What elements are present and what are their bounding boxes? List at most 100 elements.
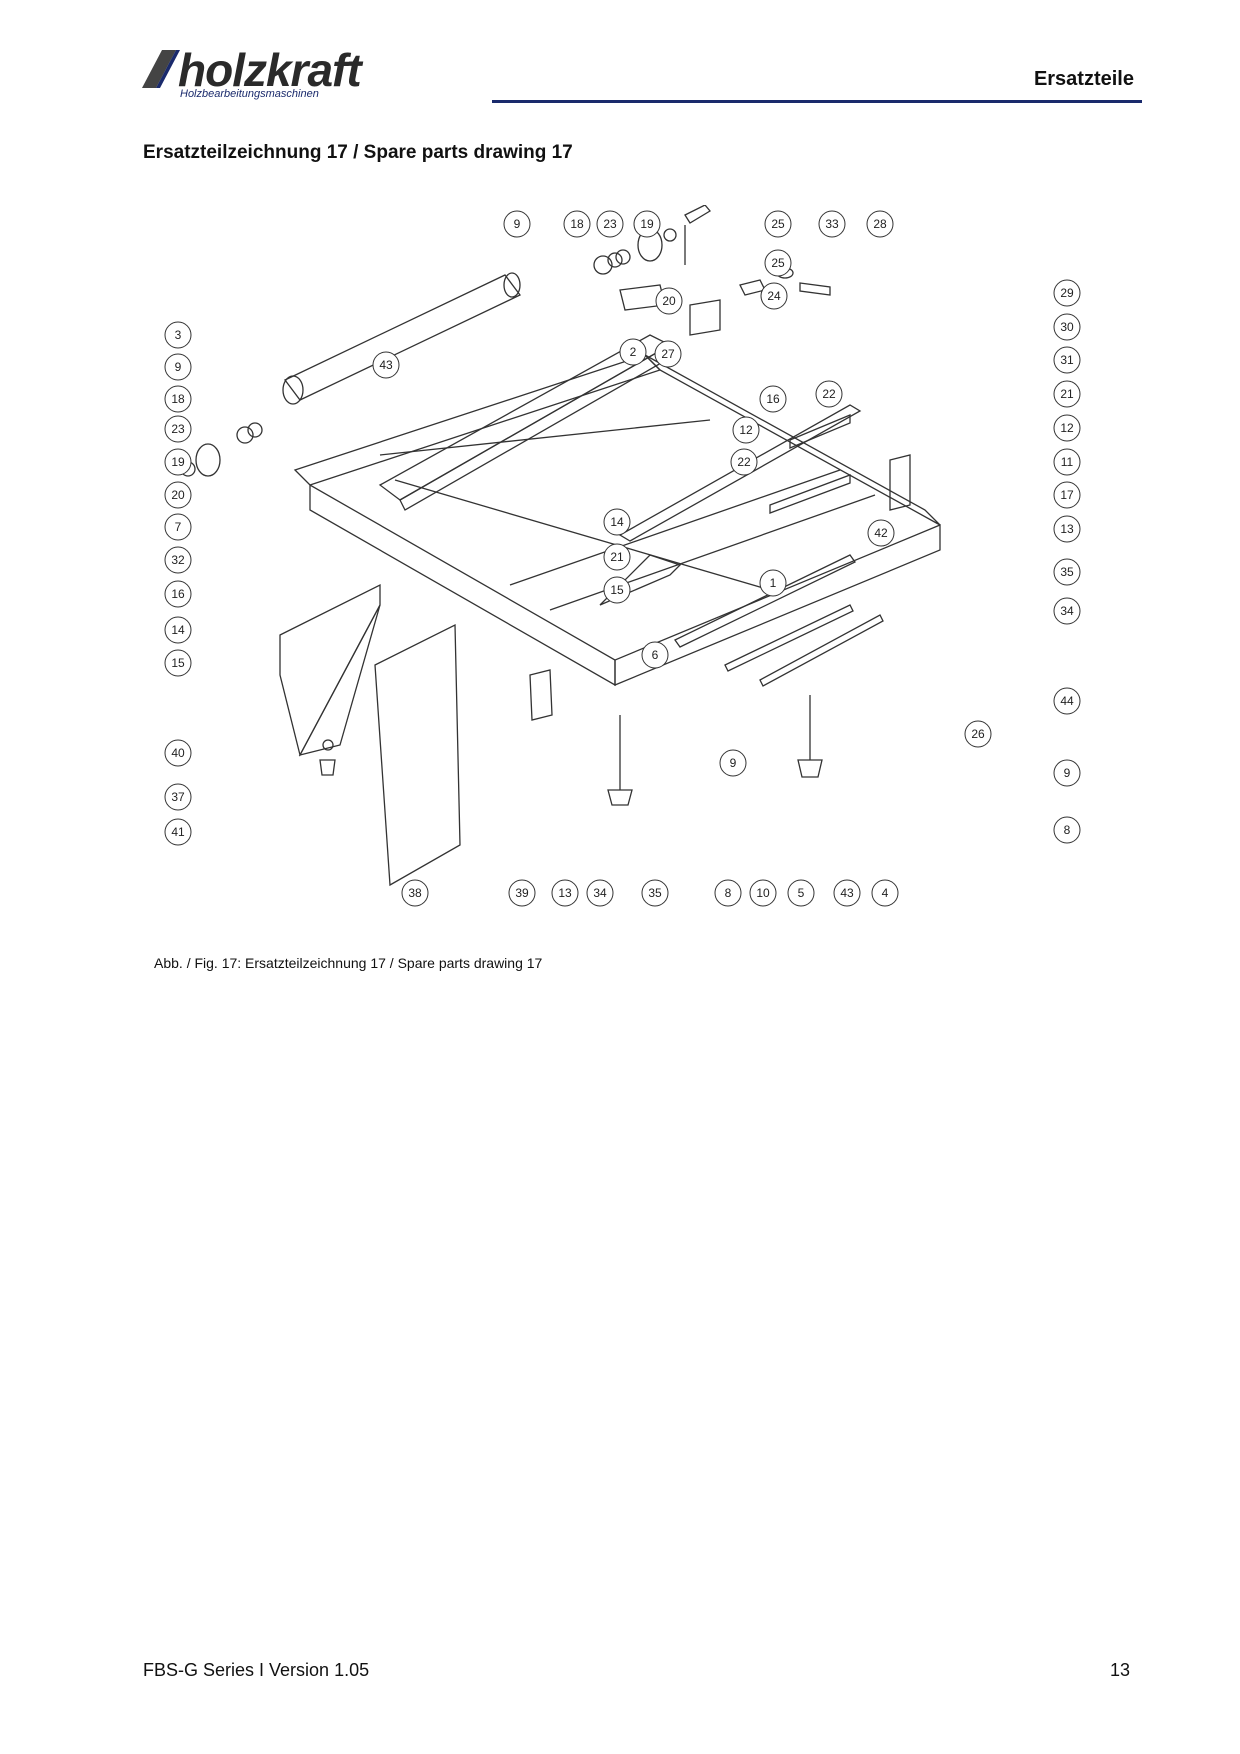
callout-label: 35 <box>1060 565 1074 579</box>
foot-block <box>529 669 553 721</box>
callout-c-44: 44 <box>1053 687 1081 715</box>
callout-c-8b: 8 <box>714 879 742 907</box>
callout-c-25b: 25 <box>764 249 792 277</box>
lever-handle <box>684 205 711 224</box>
callout-c-34a: 34 <box>1053 597 1081 625</box>
callout-label: 43 <box>840 886 854 900</box>
callout-c-22b: 22 <box>730 448 758 476</box>
callout-c-37: 37 <box>164 783 192 811</box>
callout-label: 13 <box>1060 522 1074 536</box>
callout-label: 9 <box>514 217 521 231</box>
callout-label: 39 <box>515 886 529 900</box>
callout-label: 17 <box>1060 488 1074 502</box>
callout-label: 6 <box>652 648 659 662</box>
frame-front-beam <box>309 483 616 687</box>
callout-c-30: 30 <box>1053 313 1081 341</box>
callout-label: 9 <box>175 360 182 374</box>
callout-c-2: 2 <box>619 338 647 366</box>
callout-label: 18 <box>570 217 584 231</box>
callout-c-34b: 34 <box>586 879 614 907</box>
callout-c-7: 7 <box>164 513 192 541</box>
callout-label: 28 <box>873 217 887 231</box>
roller <box>284 274 521 401</box>
header-divider <box>492 100 1142 103</box>
callout-label: 24 <box>767 289 781 303</box>
callout-c-15b: 15 <box>164 649 192 677</box>
callout-c-19: 19 <box>164 448 192 476</box>
callout-c-top-19: 19 <box>633 210 661 238</box>
callout-label: 22 <box>737 455 751 469</box>
callout-c-13a: 13 <box>1053 515 1081 543</box>
callout-label: 25 <box>771 256 785 270</box>
callout-label: 8 <box>725 886 732 900</box>
callout-label: 5 <box>798 886 805 900</box>
callout-c-31: 31 <box>1053 346 1081 374</box>
page-number: 13 <box>1109 1660 1130 1680</box>
callout-c-11: 11 <box>1053 448 1081 476</box>
callout-c-5: 5 <box>787 879 815 907</box>
callout-c-top-25a: 25 <box>764 210 792 238</box>
callout-c-22a: 22 <box>815 380 843 408</box>
callout-label: 35 <box>648 886 662 900</box>
callout-label: 43 <box>379 358 393 372</box>
callout-label: 32 <box>171 553 185 567</box>
callout-c-42: 42 <box>867 519 895 547</box>
callout-c-4: 4 <box>871 879 899 907</box>
callout-c-32: 32 <box>164 546 192 574</box>
callout-c-21b: 21 <box>603 543 631 571</box>
callout-label: 1 <box>770 576 777 590</box>
callout-label: 16 <box>171 587 185 601</box>
callout-c-15a: 15 <box>603 576 631 604</box>
callout-label: 23 <box>171 422 185 436</box>
frame-right-rail <box>614 524 941 686</box>
callout-label: 29 <box>1060 286 1074 300</box>
callout-label: 15 <box>610 583 624 597</box>
scale-bar <box>769 474 851 514</box>
callout-label: 12 <box>1060 421 1074 435</box>
holzkraft-logo: holzkraft Holzbearbeitungsmaschinen <box>140 44 440 104</box>
logo-tagline: Holzbearbeitungsmaschinen <box>180 88 319 100</box>
callout-c-12a: 12 <box>732 416 760 444</box>
logo-wordmark: holzkraft <box>178 44 362 96</box>
callout-label: 14 <box>171 623 185 637</box>
callout-c-20a: 20 <box>655 287 683 315</box>
callout-label: 31 <box>1060 353 1074 367</box>
callout-c-3: 3 <box>164 321 192 349</box>
callout-label: 33 <box>825 217 839 231</box>
callout-c-35a: 35 <box>1053 558 1081 586</box>
leg-panel <box>374 623 461 887</box>
callout-c-43b: 43 <box>833 879 861 907</box>
callout-c-40: 40 <box>164 739 192 767</box>
callout-c-6a: 6 <box>641 641 669 669</box>
callout-label: 19 <box>640 217 654 231</box>
callout-label: 19 <box>171 455 185 469</box>
callout-label: 7 <box>175 520 182 534</box>
callout-c-17: 17 <box>1053 481 1081 509</box>
callout-label: 34 <box>1060 604 1074 618</box>
callout-c-10: 10 <box>749 879 777 907</box>
callout-label: 37 <box>171 790 185 804</box>
callout-c-41: 41 <box>164 818 192 846</box>
section-title: Ersatzteilzeichnung 17 / Spare parts dra… <box>143 142 573 163</box>
callout-label: 13 <box>558 886 572 900</box>
callout-c-9a: 9 <box>164 353 192 381</box>
callout-c-18: 18 <box>164 385 192 413</box>
callout-label: 8 <box>1064 823 1071 837</box>
callout-label: 10 <box>756 886 770 900</box>
callout-label: 42 <box>874 526 888 540</box>
leg-assembly-left <box>279 583 381 757</box>
callout-label: 41 <box>171 825 185 839</box>
frame-rear-beam <box>293 354 662 486</box>
callout-label: 2 <box>630 345 637 359</box>
callout-c-27: 27 <box>654 340 682 368</box>
callout-c-38: 38 <box>401 879 429 907</box>
callout-label: 34 <box>593 886 607 900</box>
callout-label: 23 <box>603 217 617 231</box>
callout-label: 9 <box>730 756 737 770</box>
callout-label: 22 <box>822 387 836 401</box>
callout-label: 25 <box>771 217 785 231</box>
callout-c-20b: 20 <box>164 481 192 509</box>
callout-c-39: 39 <box>508 879 536 907</box>
footer-version: FBS-G Series I Version 1.05 <box>143 1660 370 1680</box>
